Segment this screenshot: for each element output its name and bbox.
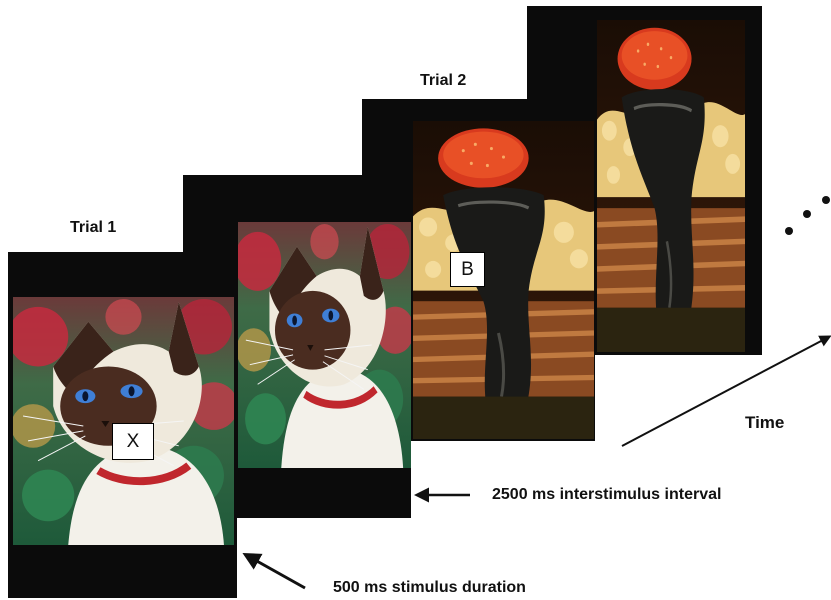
time-label: Time: [745, 413, 785, 432]
trial1-label: Trial 1: [70, 219, 117, 236]
continuation-dots: [785, 196, 830, 235]
trial1-image-back: [238, 222, 411, 468]
trial1-letter-box: X: [112, 423, 154, 460]
duration-label: 500 ms stimulus duration: [333, 579, 526, 596]
time-arrow: [621, 335, 831, 447]
trial2-label: Trial 2: [420, 72, 467, 89]
trial2-letter-box: B: [450, 252, 485, 287]
duration-arrow: [242, 552, 306, 590]
trial2-image-front: [413, 121, 594, 439]
trial1-image-front: [13, 297, 234, 545]
trial2-image-back: [597, 20, 745, 352]
isi-label: 2500 ms interstimulus interval: [492, 486, 722, 503]
